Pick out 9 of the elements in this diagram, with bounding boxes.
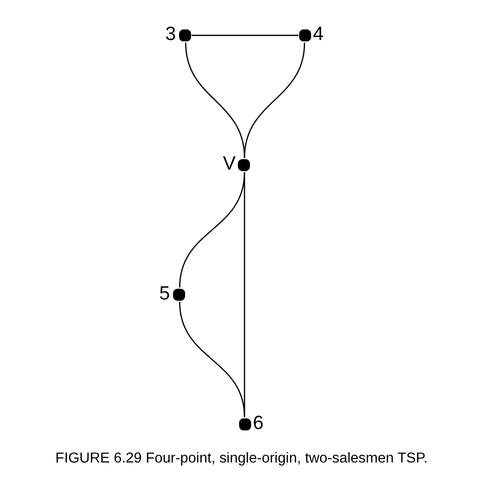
connector <box>192 34 299 36</box>
node-label: 3 <box>165 23 176 44</box>
connector <box>244 172 246 417</box>
connector <box>185 42 246 158</box>
node-label: V <box>222 153 236 174</box>
node-label: 5 <box>159 282 170 304</box>
node-label: 4 <box>312 23 324 44</box>
caption: FIGURE 6.29 Four-point, single-origin, two-salesmen TSP. <box>55 450 428 466</box>
node-label: 6 <box>252 412 264 434</box>
